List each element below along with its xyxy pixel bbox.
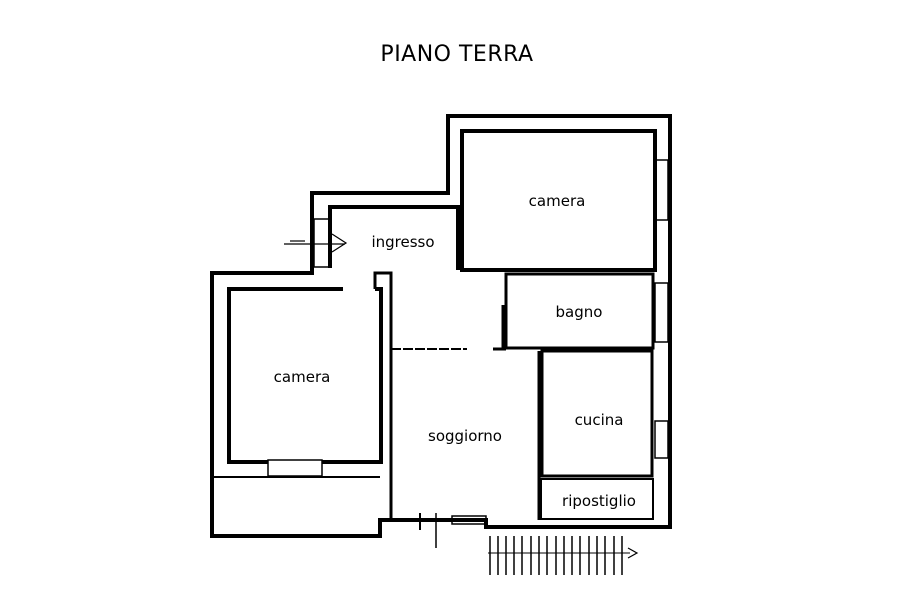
room-label-ripostiglio: ripostiglio [562,492,636,510]
window [654,159,669,221]
wall-cucina [540,349,654,478]
window [267,459,323,477]
stairs-icon [488,536,639,575]
room-label-camera-left: camera [273,368,331,386]
room-label-soggiorno: soggiorno [428,427,502,445]
wall-bagno [504,272,655,350]
floor-plan-title: PIANO TERRA [380,42,534,67]
wall-ripostiglio [540,478,654,520]
window [654,282,669,343]
room-label-camera-upper: camera [528,192,586,210]
entry-arrow-icon [284,233,348,253]
window [654,420,669,459]
outer-wall [210,114,672,538]
window [451,515,487,525]
room-label-bagno: bagno [555,303,603,321]
entry-door [313,218,331,268]
wall-camera-left [227,287,343,464]
room-label-cucina: cucina [574,411,624,429]
room-label-ingresso: ingresso [371,233,435,251]
